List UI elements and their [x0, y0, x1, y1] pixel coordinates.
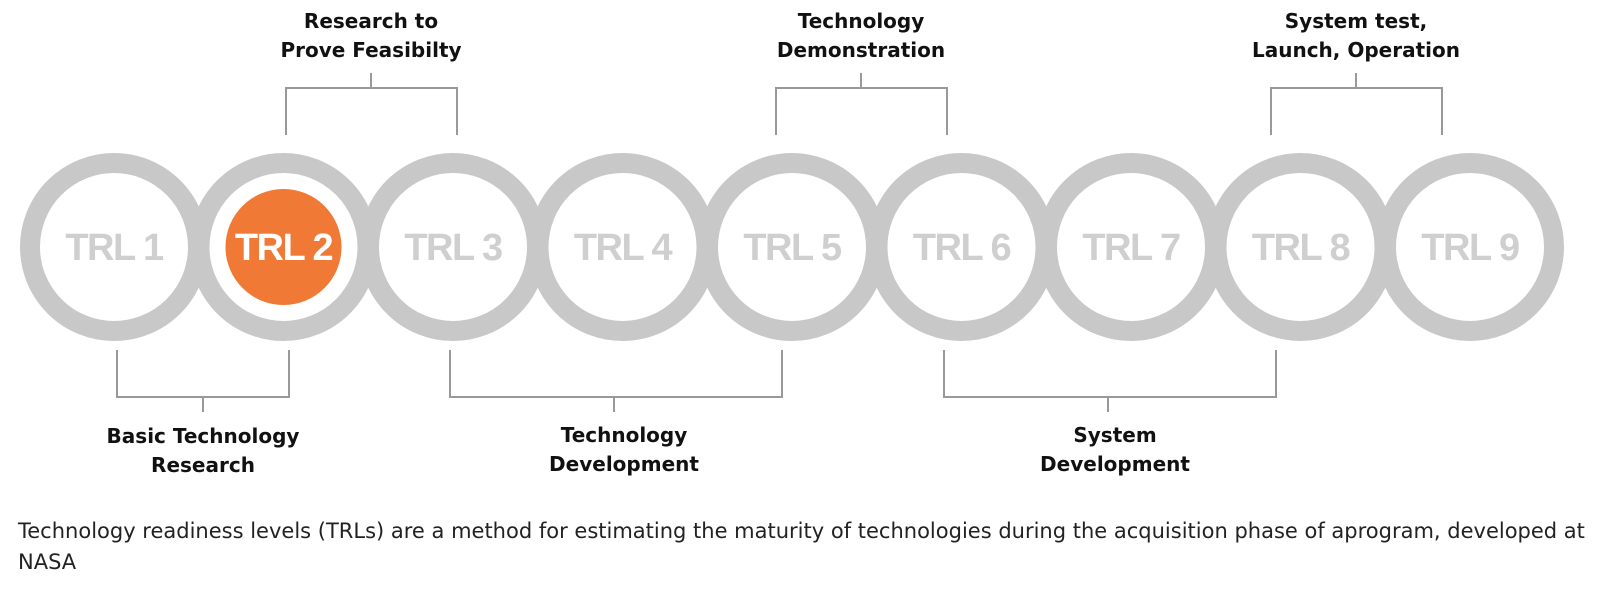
- trl-ring-labels: TRL 1 TRL 2 TRL 3 TRL 4 TRL 5 TRL 6 TRL 7 TRL 8…: [65, 227, 1520, 269]
- top-group-label-line1: Research to: [304, 9, 438, 33]
- bottom-group-technology-development: Technology Development: [549, 423, 699, 476]
- trl-label-9: TRL 9: [1421, 227, 1519, 269]
- bottom-group-label-line2: Research: [151, 453, 255, 477]
- trl-label-1: TRL 1: [65, 227, 164, 269]
- top-group-label-line2: Demonstration: [777, 38, 945, 62]
- top-group-label-line1: Technology: [798, 9, 925, 33]
- trl-rings: [20, 153, 1564, 341]
- top-group-research-to-prove-feasibility: Research to Prove Feasibilty: [280, 9, 461, 62]
- top-group-system-test-launch-operation: System test, Launch, Operation: [1252, 9, 1460, 62]
- trl-label-5: TRL 5: [743, 227, 842, 269]
- top-group-label-line1: System test,: [1285, 9, 1427, 33]
- top-bracket-technology-demonstration: [775, 73, 948, 135]
- bottom-group-label-line1: Technology: [561, 423, 688, 447]
- trl-label-4: TRL 4: [574, 227, 673, 269]
- caption-text: Technology readiness levels (TRLs) are a…: [18, 519, 1585, 574]
- trl-label-7: TRL 7: [1082, 227, 1180, 269]
- trl-label-6: TRL 6: [913, 227, 1011, 269]
- bottom-group-label-line1: System: [1073, 423, 1156, 447]
- bottom-bracket-technology-development: [449, 350, 783, 412]
- bottom-bracket-basic-research: [116, 350, 290, 412]
- top-group-technology-demonstration: Technology Demonstration: [777, 9, 945, 62]
- bottom-group-label-line1: Basic Technology: [107, 424, 300, 448]
- trl-ring-9: [1376, 153, 1564, 341]
- bottom-bracket-system-development: [943, 350, 1277, 412]
- bottom-group-label-line2: Development: [1040, 452, 1190, 476]
- bottom-group-system-development: System Development: [1040, 423, 1190, 476]
- top-group-label-line2: Launch, Operation: [1252, 38, 1460, 62]
- bottom-group-label-line2: Development: [549, 452, 699, 476]
- trl-label-8: TRL 8: [1252, 227, 1350, 269]
- bracket-lines: [116, 73, 1443, 412]
- trl-label-3: TRL 3: [404, 227, 502, 269]
- top-bracket-research-feasibility: [285, 73, 458, 135]
- trl-label-2: TRL 2: [235, 227, 333, 269]
- trl-current-highlight: [225, 189, 342, 305]
- top-bracket-system-test-launch: [1270, 73, 1443, 135]
- bottom-group-basic-technology-research: Basic Technology Research: [107, 424, 300, 477]
- top-group-label-line2: Prove Feasibilty: [280, 38, 461, 62]
